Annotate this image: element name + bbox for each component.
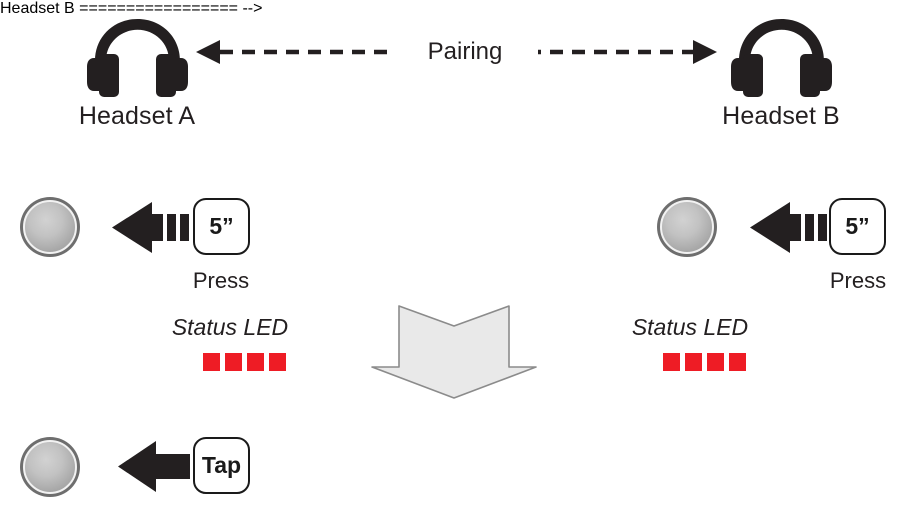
left-arrow-dashed-icon xyxy=(750,202,827,253)
key-tap-left[interactable]: Tap xyxy=(193,437,250,494)
flow-arrow-wrap xyxy=(370,304,538,400)
led-indicator xyxy=(225,353,242,371)
headset-b-label: Headset B xyxy=(722,102,840,130)
key-5s-left[interactable]: 5” xyxy=(193,198,250,255)
pairing-connector xyxy=(196,38,717,66)
round-button-inner xyxy=(23,200,77,254)
left-arrow-dashed-icon xyxy=(112,202,189,253)
headphones-icon xyxy=(731,19,832,97)
tap-arrow-left xyxy=(118,440,190,493)
press-arrow-right xyxy=(750,200,830,255)
left-arrow-solid-icon xyxy=(118,441,190,492)
status-led-label-left: Status LED xyxy=(171,314,289,340)
led-indicator xyxy=(685,353,702,371)
status-led-indicators-right xyxy=(663,353,746,371)
headset-a-label: Headset A xyxy=(78,102,196,130)
led-indicator xyxy=(663,353,680,371)
pairing-dashed-line-icon xyxy=(196,40,717,64)
headphones-icon xyxy=(87,19,188,97)
key-5s-right[interactable]: 5” xyxy=(829,198,886,255)
key-5s-right-label: 5” xyxy=(845,213,870,239)
led-indicator xyxy=(707,353,724,371)
round-button-icon[interactable] xyxy=(20,437,80,497)
round-button-icon[interactable] xyxy=(20,197,80,257)
key-5s-left-label: 5” xyxy=(209,213,234,239)
status-led-label-right: Status LED xyxy=(631,314,749,340)
led-indicator xyxy=(269,353,286,371)
press-arrow-left xyxy=(112,200,192,255)
led-indicator xyxy=(729,353,746,371)
headset-b-icon-wrap xyxy=(730,16,833,100)
key-tap-left-label: Tap xyxy=(201,452,242,478)
status-led-indicators-left xyxy=(203,353,286,371)
press-label-left: Press xyxy=(192,268,250,293)
down-chevron-arrow-icon xyxy=(371,305,537,399)
headset-a-icon-wrap xyxy=(86,16,189,100)
led-indicator xyxy=(247,353,264,371)
round-button-icon[interactable] xyxy=(657,197,717,257)
round-button-inner xyxy=(23,440,77,494)
round-button-inner xyxy=(660,200,714,254)
press-label-right: Press xyxy=(829,268,887,293)
led-indicator xyxy=(203,353,220,371)
pairing-label: Pairing xyxy=(392,38,538,66)
